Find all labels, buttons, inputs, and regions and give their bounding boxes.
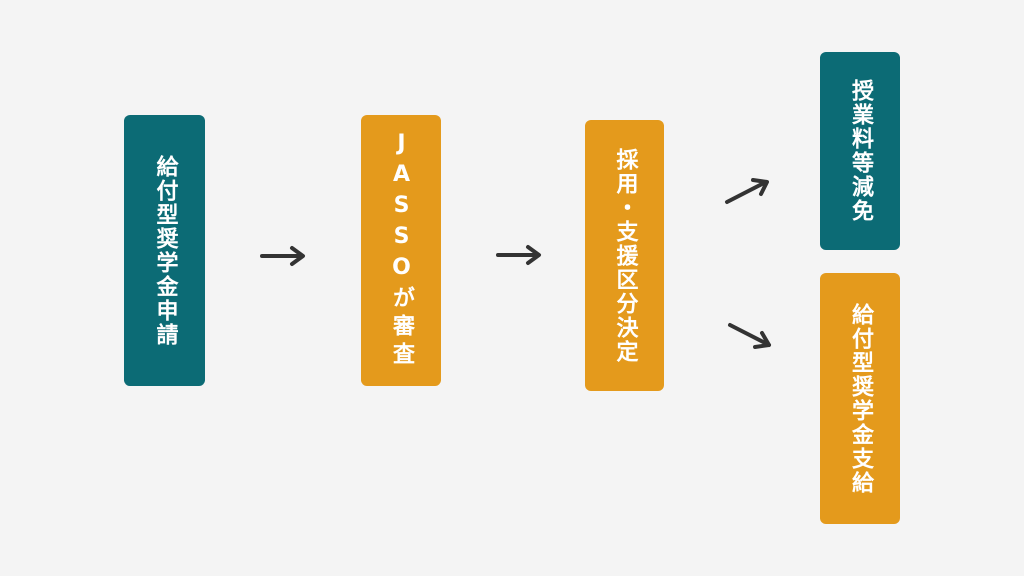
arrow-decision-to-tuition-icon [725, 178, 769, 204]
step-tuition-reduction-box: 授業料等減免 [820, 52, 900, 250]
step-decision-box: 採用・支援区分決定 [585, 120, 664, 391]
step-review-box: JASSOが審査 [361, 115, 441, 386]
arrow-review-to-decision-icon [496, 245, 541, 265]
step-apply-box: 給付型奨学金申請 [124, 115, 205, 386]
step-scholarship-payment-label: 給付型奨学金支給 [848, 302, 873, 495]
arrow-decision-to-payment-icon [728, 323, 771, 349]
step-tuition-reduction-label: 授業料等減免 [848, 79, 873, 223]
step-scholarship-payment-box: 給付型奨学金支給 [820, 273, 900, 524]
arrow-apply-to-review-icon [260, 246, 305, 266]
step-decision-label: 採用・支援区分決定 [612, 147, 638, 364]
step-review-label: JASSOが審査 [389, 131, 414, 370]
step-apply-label: 給付型奨学金申請 [152, 154, 178, 347]
